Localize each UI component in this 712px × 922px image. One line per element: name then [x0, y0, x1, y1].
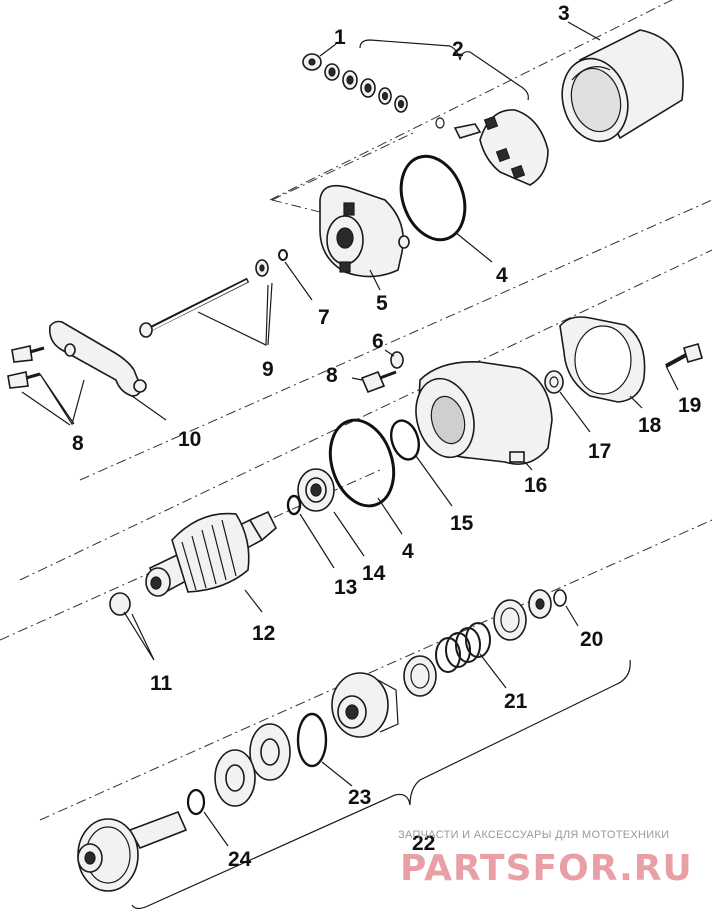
callout-4-upper: 4: [496, 264, 508, 287]
callout-9: 9: [262, 358, 274, 381]
bolt-part-19: [665, 343, 703, 368]
callout-4-lower: 4: [402, 540, 414, 563]
brush-holder-part-2: [435, 109, 549, 186]
callout-18: 18: [638, 414, 662, 437]
callout-8-left: 8: [72, 432, 84, 455]
spacer-part-22: [403, 655, 437, 697]
callout-5: 5: [376, 292, 388, 315]
pinion-shaft-assembly-part-22: [77, 810, 188, 892]
guide-box-2: [271, 131, 416, 213]
spring-part-21: [435, 622, 491, 673]
callout-6: 6: [372, 330, 384, 353]
callout-3: 3: [558, 2, 570, 25]
circlip-part-20: [553, 589, 567, 607]
washer-part-17: [544, 370, 564, 394]
bolt-part-8-left: [7, 345, 85, 426]
callout-15: 15: [450, 512, 474, 535]
armature-part-12: [145, 510, 277, 597]
callout-14: 14: [362, 562, 386, 585]
callout-12: 12: [252, 622, 275, 645]
watermark-tagline: ЗАПЧАСТИ И АКСЕССУАРЫ ДЛЯ МОТОТЕХНИКИ: [398, 829, 669, 841]
o-ring-part-4-lower: [328, 418, 396, 508]
callout-23: 23: [348, 786, 371, 809]
callout-13: 13: [334, 576, 357, 599]
callout-20: 20: [580, 628, 603, 651]
nut-part-1: [302, 53, 322, 71]
callout-17: 17: [588, 440, 611, 463]
bearing-part-14: [297, 468, 335, 512]
o-ring-part-7: [278, 249, 288, 261]
washer-set-part-2: [324, 63, 408, 113]
brush-part-11: [109, 592, 155, 661]
yoke-housing-part-3: [561, 29, 684, 143]
callout-8-middle: 8: [326, 364, 338, 387]
bolt-part-8-middle: [360, 370, 397, 394]
callout-22: 22: [412, 832, 435, 855]
washer-part-6: [390, 351, 404, 369]
planetary-parts-22: [214, 723, 291, 807]
callout-2: 2: [452, 38, 464, 61]
o-ring-part-4-upper: [399, 154, 467, 242]
through-bolt-part-9: [139, 259, 273, 346]
bracket-2: [359, 39, 529, 101]
watermark: ЗАПЧАСТИ И АКСЕССУАРЫ ДЛЯ МОТОТЕХНИКИ PA…: [398, 829, 693, 889]
callout-16: 16: [524, 474, 547, 497]
bracket-22: [131, 659, 631, 910]
callout-11: 11: [150, 672, 173, 695]
leader-lines: [131, 21, 679, 847]
circlip-part-13: [286, 494, 302, 516]
callout-19: 19: [678, 394, 701, 417]
callout-10: 10: [178, 428, 201, 451]
callout-labels: 1 2 3 4 5 6 7 8 8 9 10 11 12 13 14 4 15 …: [72, 2, 701, 871]
callout-21: 21: [504, 690, 528, 713]
rear-cover-part-5: [319, 184, 410, 278]
callout-1: 1: [334, 26, 346, 49]
callout-7: 7: [318, 306, 330, 329]
front-housing-part-16: [415, 361, 553, 465]
callout-24: 24: [228, 848, 252, 871]
circlip-part-24: [186, 788, 206, 816]
circlip-part-23: [296, 712, 328, 768]
o-ring-part-15: [389, 419, 421, 461]
bushing-parts-22: [493, 589, 552, 641]
clutch-gear-part-22: [331, 672, 399, 738]
bracket-part-10: [48, 320, 147, 397]
watermark-brand: PARTSFOR.RU: [400, 848, 693, 889]
